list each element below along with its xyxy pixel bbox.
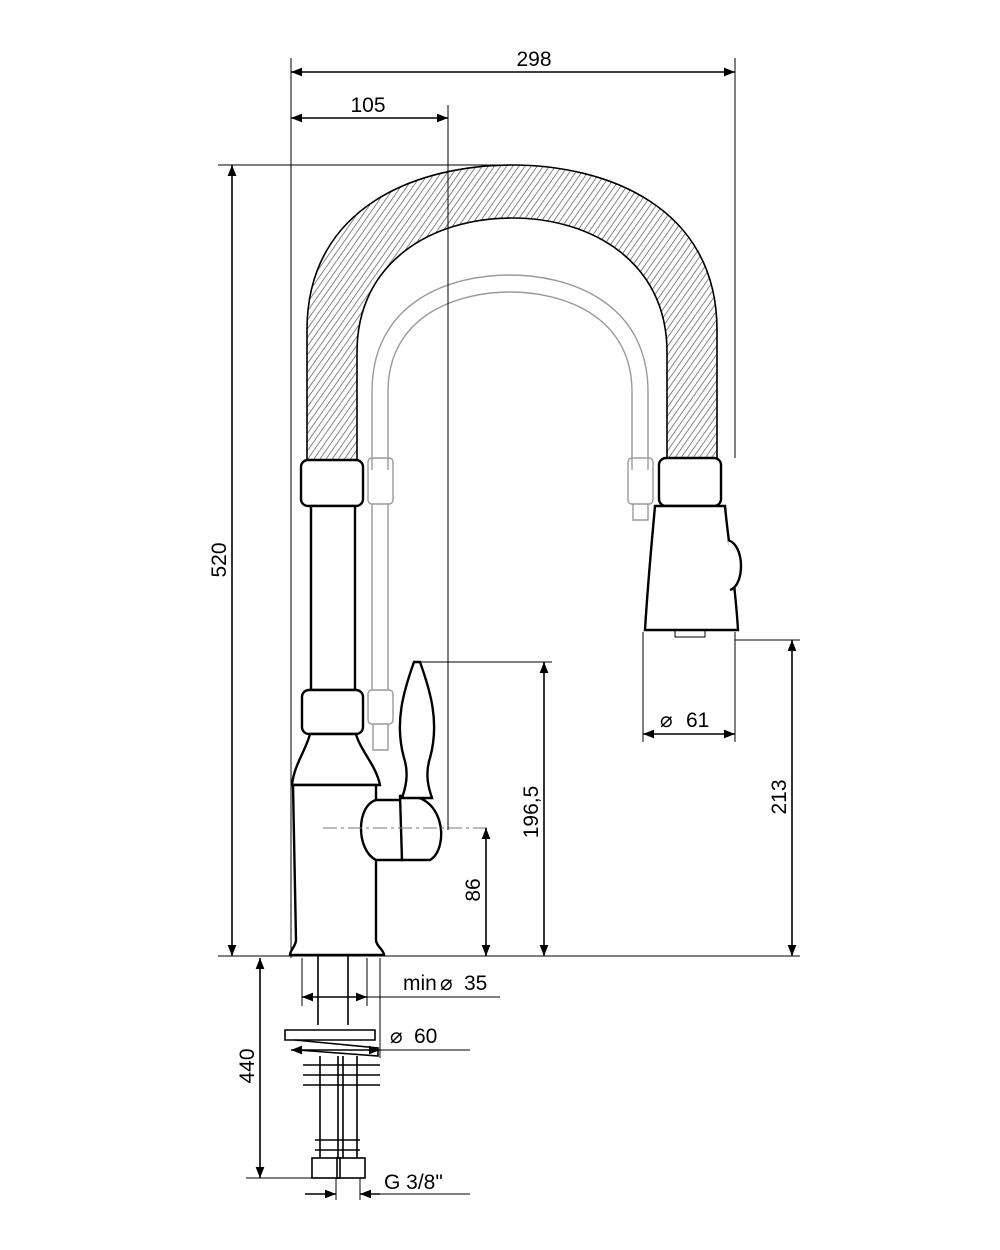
dimension-total-width: 298 [290, 48, 736, 958]
faucet-body [288, 458, 443, 957]
dimension-outlet-diameter: ⌀ 61 [642, 632, 736, 742]
min-hole-label: 35 [464, 972, 487, 995]
height-label: 520 [208, 542, 231, 577]
spray-head [643, 456, 743, 638]
dimension-lever-axis: 86 [462, 828, 491, 956]
min-hole-prefix: min [403, 972, 437, 995]
dimension-outlet-height: 213 [735, 639, 800, 956]
min-hole-symbol: ⌀ [440, 972, 453, 995]
outlet-height-label: 213 [768, 779, 791, 814]
dimension-base-diameter: ⌀ 60 [291, 958, 470, 1058]
dimension-thread: G 3/8" [305, 1171, 470, 1200]
thread-label: G 3/8" [384, 1171, 443, 1194]
flexible-hose [306, 164, 718, 461]
lever-axis-label: 86 [462, 878, 485, 901]
dimension-min-hole: min ⌀ 35 [301, 958, 500, 1006]
outlet-diameter-symbol: ⌀ [660, 709, 673, 732]
ghost-spout [367, 274, 654, 751]
base-diameter-label: 60 [414, 1025, 437, 1048]
handle-height-label: 196,5 [520, 786, 543, 839]
hose-length-label: 440 [236, 1048, 259, 1083]
dimension-spout-offset: 105 [291, 94, 449, 830]
dimension-hose-length: 440 [236, 958, 312, 1179]
under-sink-fittings [284, 955, 380, 1179]
offset-label: 105 [350, 94, 385, 117]
dimension-total-height: 520 [208, 164, 800, 957]
outlet-diameter-label: 61 [686, 709, 709, 732]
width-label: 298 [516, 48, 551, 71]
base-diameter-symbol: ⌀ [390, 1025, 403, 1048]
dimension-handle-height: 196,5 [420, 661, 552, 956]
lever-handle [398, 660, 436, 800]
